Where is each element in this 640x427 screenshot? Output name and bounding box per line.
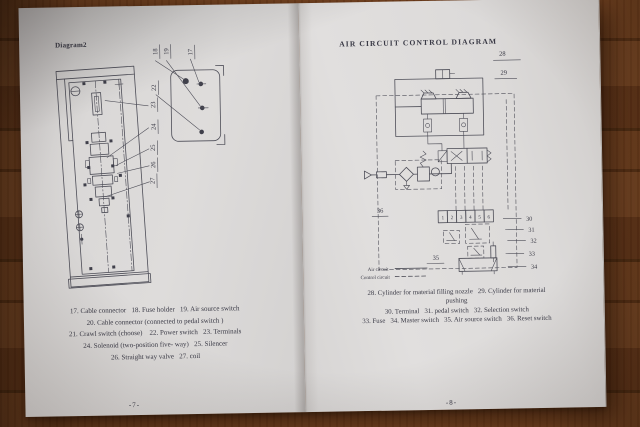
air-preparation-unit xyxy=(363,150,452,190)
screw-dots xyxy=(82,80,130,271)
label-22: 22 xyxy=(151,84,158,91)
label-35: 35 xyxy=(433,255,440,262)
switch-symbols xyxy=(443,223,497,263)
leader-lines xyxy=(104,58,201,197)
control-circuit-border xyxy=(375,93,518,271)
page-7: Diagram2 xyxy=(18,3,306,418)
label-29: 29 xyxy=(500,70,507,77)
solenoid-valve-assembly xyxy=(84,131,119,214)
label-32: 32 xyxy=(530,238,536,245)
terminal-6: 6 xyxy=(488,215,491,220)
page-number-8: -8- xyxy=(445,398,458,407)
label-36: 36 xyxy=(377,208,384,215)
left-caption-list: 17. Cable connector 18. Fuse holder 19. … xyxy=(24,302,287,365)
cylinder-block xyxy=(394,69,485,137)
label-30: 30 xyxy=(526,216,532,223)
label-27: 27 xyxy=(149,177,156,184)
part-number-labels: 18 19 17 22 23 24 25 26 27 xyxy=(149,44,196,188)
master-switch-block xyxy=(458,257,498,275)
label-34: 34 xyxy=(531,264,537,271)
directional-valve xyxy=(427,131,492,165)
adjust-screws xyxy=(75,210,84,245)
terminal-1: 1 xyxy=(442,216,445,221)
terminal-2: 2 xyxy=(451,216,454,221)
legend: Air circuit Control circuit xyxy=(361,267,428,282)
label-28: 28 xyxy=(499,51,506,58)
mounting-plate xyxy=(55,65,152,289)
label-26: 26 xyxy=(150,161,157,168)
right-caption-list: 28. Cylinder for material filling nozzle… xyxy=(328,285,585,327)
terminal-3: 3 xyxy=(460,216,463,221)
label-17: 17 xyxy=(187,48,194,55)
label-18: 18 xyxy=(152,48,159,55)
air-circuit-diagram: 28 29 xyxy=(361,51,538,282)
label-25: 25 xyxy=(150,144,157,151)
terminal-4: 4 xyxy=(469,216,472,221)
label-19: 19 xyxy=(163,48,170,55)
label-31: 31 xyxy=(528,227,534,234)
circuit-wires xyxy=(455,165,484,211)
legend-control-label: Control circuit xyxy=(361,276,391,282)
terminal-strip: 1 2 3 4 5 6 xyxy=(437,209,494,224)
right-leader-labels: 30 31 32 33 34 xyxy=(502,216,537,271)
legend-air-label: Air circuit xyxy=(368,268,389,273)
label-23: 23 xyxy=(150,101,157,108)
connector-detail-box xyxy=(170,65,226,146)
label-33: 33 xyxy=(529,251,535,258)
manual-booklet: Diagram2 xyxy=(18,0,607,418)
terminal-5: 5 xyxy=(478,216,481,221)
panel-layout-diagram: 18 19 17 22 23 24 25 26 27 xyxy=(55,44,226,289)
page-number-7: -7- xyxy=(128,401,141,410)
label-24: 24 xyxy=(150,123,157,130)
